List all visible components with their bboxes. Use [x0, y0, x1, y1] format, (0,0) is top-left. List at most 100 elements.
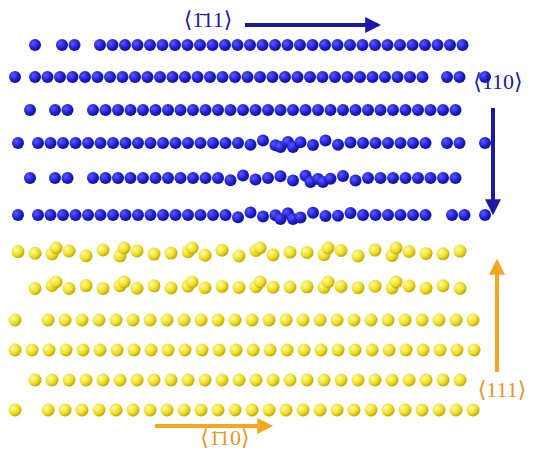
- atom: [287, 174, 299, 186]
- atom: [233, 281, 246, 294]
- atom: [454, 374, 467, 387]
- atom: [320, 135, 332, 147]
- atom: [112, 172, 124, 184]
- atom: [344, 39, 356, 51]
- atom: [352, 249, 365, 262]
- atom: [114, 374, 127, 387]
- atom: [325, 104, 337, 116]
- atom: [301, 280, 314, 293]
- atom: [110, 314, 123, 327]
- direction-arrow: [495, 262, 499, 372]
- atom: [369, 39, 381, 51]
- atom: [216, 374, 229, 387]
- atom: [117, 71, 129, 83]
- atom: [56, 39, 68, 51]
- atom: [257, 135, 269, 147]
- atom: [468, 344, 481, 357]
- atom: [404, 71, 416, 83]
- atom: [325, 173, 337, 185]
- atom: [254, 276, 267, 289]
- atom: [295, 211, 307, 223]
- atom: [264, 344, 277, 357]
- atom: [365, 404, 378, 417]
- atom: [232, 211, 244, 223]
- atom: [220, 137, 232, 149]
- atom: [244, 39, 256, 51]
- atom: [29, 374, 42, 387]
- atom: [454, 137, 466, 149]
- atom: [12, 209, 24, 221]
- atom: [335, 244, 348, 257]
- atom: [194, 39, 206, 51]
- atom: [212, 104, 224, 116]
- atom: [148, 248, 161, 261]
- atom: [229, 314, 242, 327]
- atom: [62, 104, 74, 116]
- atom: [131, 244, 144, 257]
- atom: [95, 209, 107, 221]
- atom: [162, 344, 175, 357]
- atom: [50, 242, 63, 255]
- atom: [350, 174, 362, 186]
- atom: [225, 174, 237, 186]
- atom: [118, 242, 131, 255]
- atom: [400, 172, 412, 184]
- atom: [357, 39, 369, 51]
- atom: [200, 172, 212, 184]
- atom: [250, 173, 262, 185]
- atom: [420, 374, 433, 387]
- atom: [12, 245, 25, 258]
- atom: [24, 172, 36, 184]
- atom: [246, 404, 259, 417]
- atom: [425, 104, 437, 116]
- atom: [29, 39, 41, 51]
- atom: [284, 246, 297, 259]
- atom: [77, 344, 90, 357]
- atom: [179, 344, 192, 357]
- atom: [304, 71, 316, 83]
- atom: [230, 344, 243, 357]
- atom: [82, 209, 94, 221]
- atom: [67, 71, 79, 83]
- atom: [407, 209, 419, 221]
- atom: [60, 344, 73, 357]
- atom: [93, 404, 106, 417]
- atom: [450, 404, 463, 417]
- atom: [119, 39, 131, 51]
- atom: [131, 282, 144, 295]
- atom: [217, 71, 229, 83]
- atom: [46, 374, 59, 387]
- atom: [94, 344, 107, 357]
- atom: [107, 137, 119, 149]
- atom: [233, 249, 246, 262]
- atom: [337, 104, 349, 116]
- atom: [79, 71, 91, 83]
- atom: [457, 39, 469, 51]
- atom: [112, 104, 124, 116]
- direction-label: ⟨1̄11⟩: [182, 8, 235, 32]
- direction-label: ⟨111⟩: [476, 378, 529, 402]
- atom: [433, 404, 446, 417]
- atom: [195, 404, 208, 417]
- atom: [154, 71, 166, 83]
- atom: [45, 209, 57, 221]
- atom: [262, 172, 274, 184]
- atom: [292, 71, 304, 83]
- atom: [412, 104, 424, 116]
- atom: [204, 71, 216, 83]
- atom: [335, 280, 348, 293]
- atom: [300, 104, 312, 116]
- atom: [375, 172, 387, 184]
- atom: [318, 374, 331, 387]
- atom: [237, 170, 249, 182]
- atom: [137, 172, 149, 184]
- atom: [150, 172, 162, 184]
- atom: [186, 276, 199, 289]
- atom: [242, 71, 254, 83]
- atom: [331, 404, 344, 417]
- atom: [182, 209, 194, 221]
- atom: [386, 374, 399, 387]
- atom: [42, 71, 54, 83]
- atom: [267, 71, 279, 83]
- atom: [400, 344, 413, 357]
